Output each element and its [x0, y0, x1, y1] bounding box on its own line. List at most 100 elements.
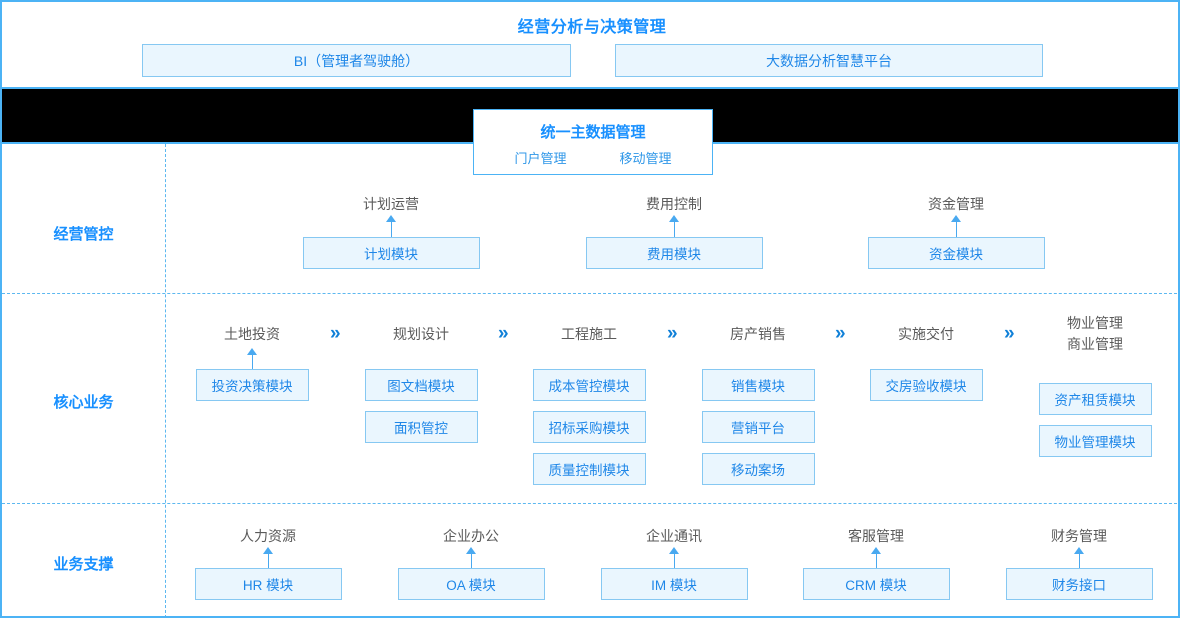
stage-chevron-icon: »	[498, 323, 509, 344]
column-title: 实施交付	[898, 326, 954, 342]
module-label: 交房验收模块	[885, 379, 967, 394]
module-box[interactable]: 投资决策模块	[195, 369, 309, 401]
column-title: 客服管理	[848, 528, 904, 544]
arrow-shaft	[673, 220, 675, 237]
arrow-shaft	[875, 552, 877, 569]
module-box[interactable]: 资产租赁模块	[1038, 383, 1152, 415]
column-title: 财务管理	[1051, 528, 1107, 544]
module-label: HR 模块	[242, 578, 294, 593]
arrow-shaft	[955, 220, 957, 237]
stage-chevron-icon: »	[1004, 323, 1015, 344]
header-box-bi[interactable]: BI（管理者驾驶舱）	[142, 44, 571, 77]
arrow-shaft	[1078, 552, 1080, 569]
arrow-head	[669, 215, 679, 222]
connector-arrow-icon	[871, 547, 882, 569]
module-label: 销售模块	[731, 379, 785, 394]
arrow-head	[669, 547, 679, 554]
module-box[interactable]: 资金模块	[867, 237, 1045, 269]
column-title: 房产销售	[730, 326, 786, 342]
column-title: 计划运营	[363, 196, 419, 212]
connector-arrow-icon	[1074, 547, 1085, 569]
module-box[interactable]: IM 模块	[600, 568, 748, 600]
module-label: 费用模块	[647, 247, 701, 262]
row-separator-2	[2, 503, 1178, 504]
module-label: OA 模块	[446, 578, 496, 593]
stage-chevron-icon: »	[330, 323, 341, 344]
master-data-title: 统一主数据管理	[540, 124, 646, 141]
stage-chevron-icon: »	[667, 323, 678, 344]
vertical-separator	[165, 144, 166, 616]
module-label: 计划模块	[364, 247, 418, 262]
connector-arrow-icon	[669, 547, 680, 569]
connector-arrow-icon	[263, 547, 274, 569]
module-box[interactable]: 计划模块	[302, 237, 480, 269]
header-box-bigdata[interactable]: 大数据分析智慧平台	[615, 44, 1043, 77]
module-box[interactable]: 交房验收模块	[869, 369, 983, 401]
arrow-head	[247, 348, 257, 355]
arrow-shaft	[251, 353, 253, 370]
module-label: 移动案场	[731, 463, 785, 478]
module-box[interactable]: 移动案场	[701, 453, 815, 485]
connector-arrow-icon	[669, 215, 680, 237]
connector-arrow-icon	[247, 348, 258, 370]
module-box[interactable]: 销售模块	[701, 369, 815, 401]
master-data-link-mobile[interactable]: 移动管理	[619, 151, 672, 166]
module-label: 图文档模块	[387, 379, 455, 394]
column-title: 物业管理商业管理	[1005, 313, 1178, 355]
module-label: 招标采购模块	[548, 421, 630, 436]
module-label: 营销平台	[731, 421, 785, 436]
module-box[interactable]: CRM 模块	[802, 568, 950, 600]
arrow-head	[263, 547, 273, 554]
row-separator-1	[2, 293, 1178, 294]
column-title: 费用控制	[646, 196, 702, 212]
column-title: 人力资源	[240, 528, 296, 544]
row-label-core-business: 核心业务	[53, 394, 114, 411]
master-data-link-portal[interactable]: 门户管理	[514, 151, 567, 166]
column-title: 资金管理	[928, 196, 984, 212]
module-label: 财务接口	[1052, 578, 1106, 593]
connector-arrow-icon	[386, 215, 397, 237]
arrow-shaft	[470, 552, 472, 569]
arrow-shaft	[390, 220, 392, 237]
column-title-line2: 商业管理	[1067, 336, 1123, 352]
module-label: CRM 模块	[845, 578, 907, 593]
module-label: 资产租赁模块	[1054, 393, 1136, 408]
module-box[interactable]: OA 模块	[397, 568, 545, 600]
arrow-head	[871, 547, 881, 554]
module-box[interactable]: 招标采购模块	[532, 411, 646, 443]
arrow-head	[386, 215, 396, 222]
arrow-head	[466, 547, 476, 554]
column-title: 工程施工	[561, 326, 617, 342]
master-data-links: 门户管理 移动管理	[474, 148, 712, 167]
module-box[interactable]: 营销平台	[701, 411, 815, 443]
connector-arrow-icon	[951, 215, 962, 237]
module-box[interactable]: 费用模块	[585, 237, 763, 269]
module-label: 投资决策模块	[211, 379, 293, 394]
header-divider	[2, 87, 1178, 89]
module-box[interactable]: 面积管控	[364, 411, 478, 443]
module-box[interactable]: 质量控制模块	[532, 453, 646, 485]
connector-arrow-icon	[466, 547, 477, 569]
module-box[interactable]: 财务接口	[1005, 568, 1153, 600]
module-box[interactable]: 物业管理模块	[1038, 425, 1152, 457]
stage-chevron-icon: »	[835, 323, 846, 344]
module-box[interactable]: 成本管控模块	[532, 369, 646, 401]
module-label: IM 模块	[651, 578, 697, 593]
page-title: 经营分析与决策管理	[517, 19, 667, 36]
master-data-card[interactable]: 统一主数据管理 门户管理 移动管理	[473, 109, 713, 175]
column-title: 企业办公	[443, 528, 499, 544]
row-label-support: 业务支撑	[53, 556, 114, 573]
column-title: 土地投资	[224, 326, 280, 342]
module-box[interactable]: HR 模块	[194, 568, 342, 600]
arrow-shaft	[673, 552, 675, 569]
arrow-shaft	[267, 552, 269, 569]
module-label: 物业管理模块	[1054, 435, 1136, 450]
module-label: 成本管控模块	[548, 379, 630, 394]
module-label: 质量控制模块	[548, 463, 630, 478]
column-title: 规划设计	[393, 326, 449, 342]
arrow-head	[1074, 547, 1084, 554]
module-label: 面积管控	[394, 421, 448, 436]
module-box[interactable]: 图文档模块	[364, 369, 478, 401]
column-title: 企业通讯	[646, 528, 702, 544]
